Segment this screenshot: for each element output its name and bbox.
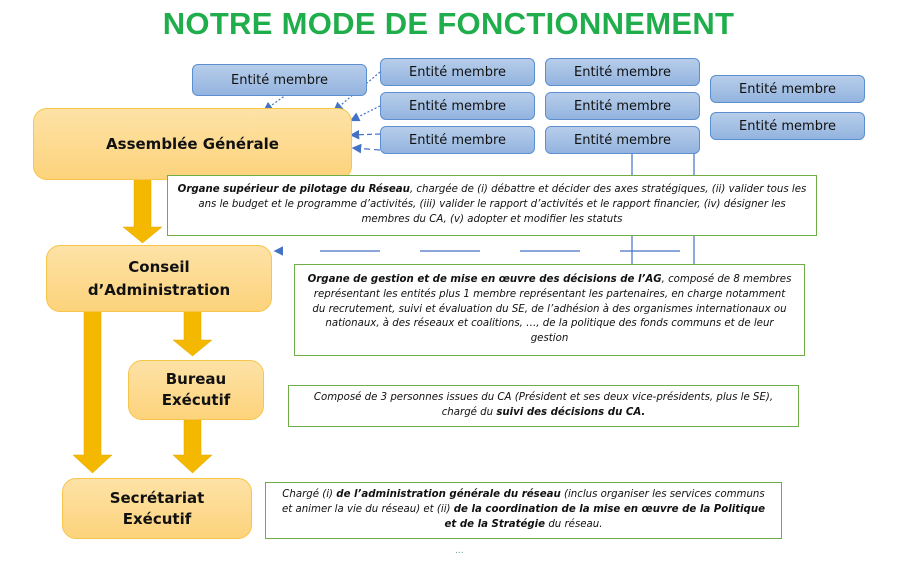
footer-ellipsis: ... xyxy=(455,546,464,556)
organ-label: Bureau xyxy=(165,370,227,388)
desc-bold: Organe supérieur de pilotage du Réseau xyxy=(177,184,410,196)
desc-text: , chargée de (i) débattre et décider des… xyxy=(198,184,807,225)
organ-label: Conseil xyxy=(128,258,190,276)
entity-box: Entité membre xyxy=(545,92,700,120)
description-se: Chargé (i) de l’administration générale … xyxy=(265,482,782,539)
organ-assemblee-generale: Assemblée Générale xyxy=(33,108,352,180)
description-ca: Organe de gestion et de mise en œuvre de… xyxy=(294,264,805,356)
desc-text: , composé de 8 membres représentant les … xyxy=(312,274,792,345)
organ-conseil-administration: Conseil d’Administration xyxy=(46,245,272,312)
entity-box: Entité membre xyxy=(380,126,535,154)
entity-box: Entité membre xyxy=(710,75,865,103)
organ-label: Exécutif xyxy=(161,391,231,409)
organ-label: Assemblée Générale xyxy=(106,134,279,153)
connector-line xyxy=(351,143,381,154)
desc-text: Composé de 3 personnes issues du CA (Pré… xyxy=(313,392,774,418)
arrow-ca-to-se xyxy=(72,309,113,474)
arrow-ca-to-be xyxy=(172,309,213,357)
entity-box: Entité membre xyxy=(710,112,865,140)
entity-label: Entité membre xyxy=(573,98,672,114)
connector-line xyxy=(349,129,381,140)
entity-box: Entité membre xyxy=(545,126,700,154)
entity-label: Entité membre xyxy=(408,132,507,148)
desc-bold: Organe de gestion et de mise en œuvre de… xyxy=(307,274,662,286)
description-ag: Organe supérieur de pilotage du Réseau, … xyxy=(167,175,817,236)
entity-box: Entité membre xyxy=(380,58,535,86)
desc-text: (inclus organiser les services communs e… xyxy=(281,489,765,516)
entity-label: Entité membre xyxy=(573,132,672,148)
entity-label: Entité membre xyxy=(408,64,507,80)
organ-label: Secrétariat xyxy=(109,488,205,507)
connector-line xyxy=(349,105,381,122)
entity-label: Entité membre xyxy=(230,72,329,88)
entity-box: Entité membre xyxy=(380,92,535,120)
entity-label: Entité membre xyxy=(738,81,837,97)
description-be: Composé de 3 personnes issues du CA (Pré… xyxy=(288,385,799,427)
desc-text: du réseau. xyxy=(545,518,603,530)
entity-box: Entité membre xyxy=(545,58,700,86)
desc-bold: de la coordination de la mise en œuvre d… xyxy=(444,504,766,530)
desc-bold: suivi des décisions du CA. xyxy=(496,407,646,418)
entity-box: Entité membre xyxy=(192,64,367,96)
organ-label: Exécutif xyxy=(122,509,192,528)
entity-label: Entité membre xyxy=(738,118,837,134)
desc-bold: de l’administration générale du réseau xyxy=(336,489,561,501)
arrow-be-to-se xyxy=(172,419,213,474)
entity-label: Entité membre xyxy=(573,64,672,80)
organ-label: d’Administration xyxy=(87,280,231,299)
page-title: NOTRE MODE DE FONCTIONNEMENT xyxy=(162,6,735,41)
desc-text: Chargé (i) xyxy=(282,489,337,501)
entity-label: Entité membre xyxy=(408,98,507,114)
